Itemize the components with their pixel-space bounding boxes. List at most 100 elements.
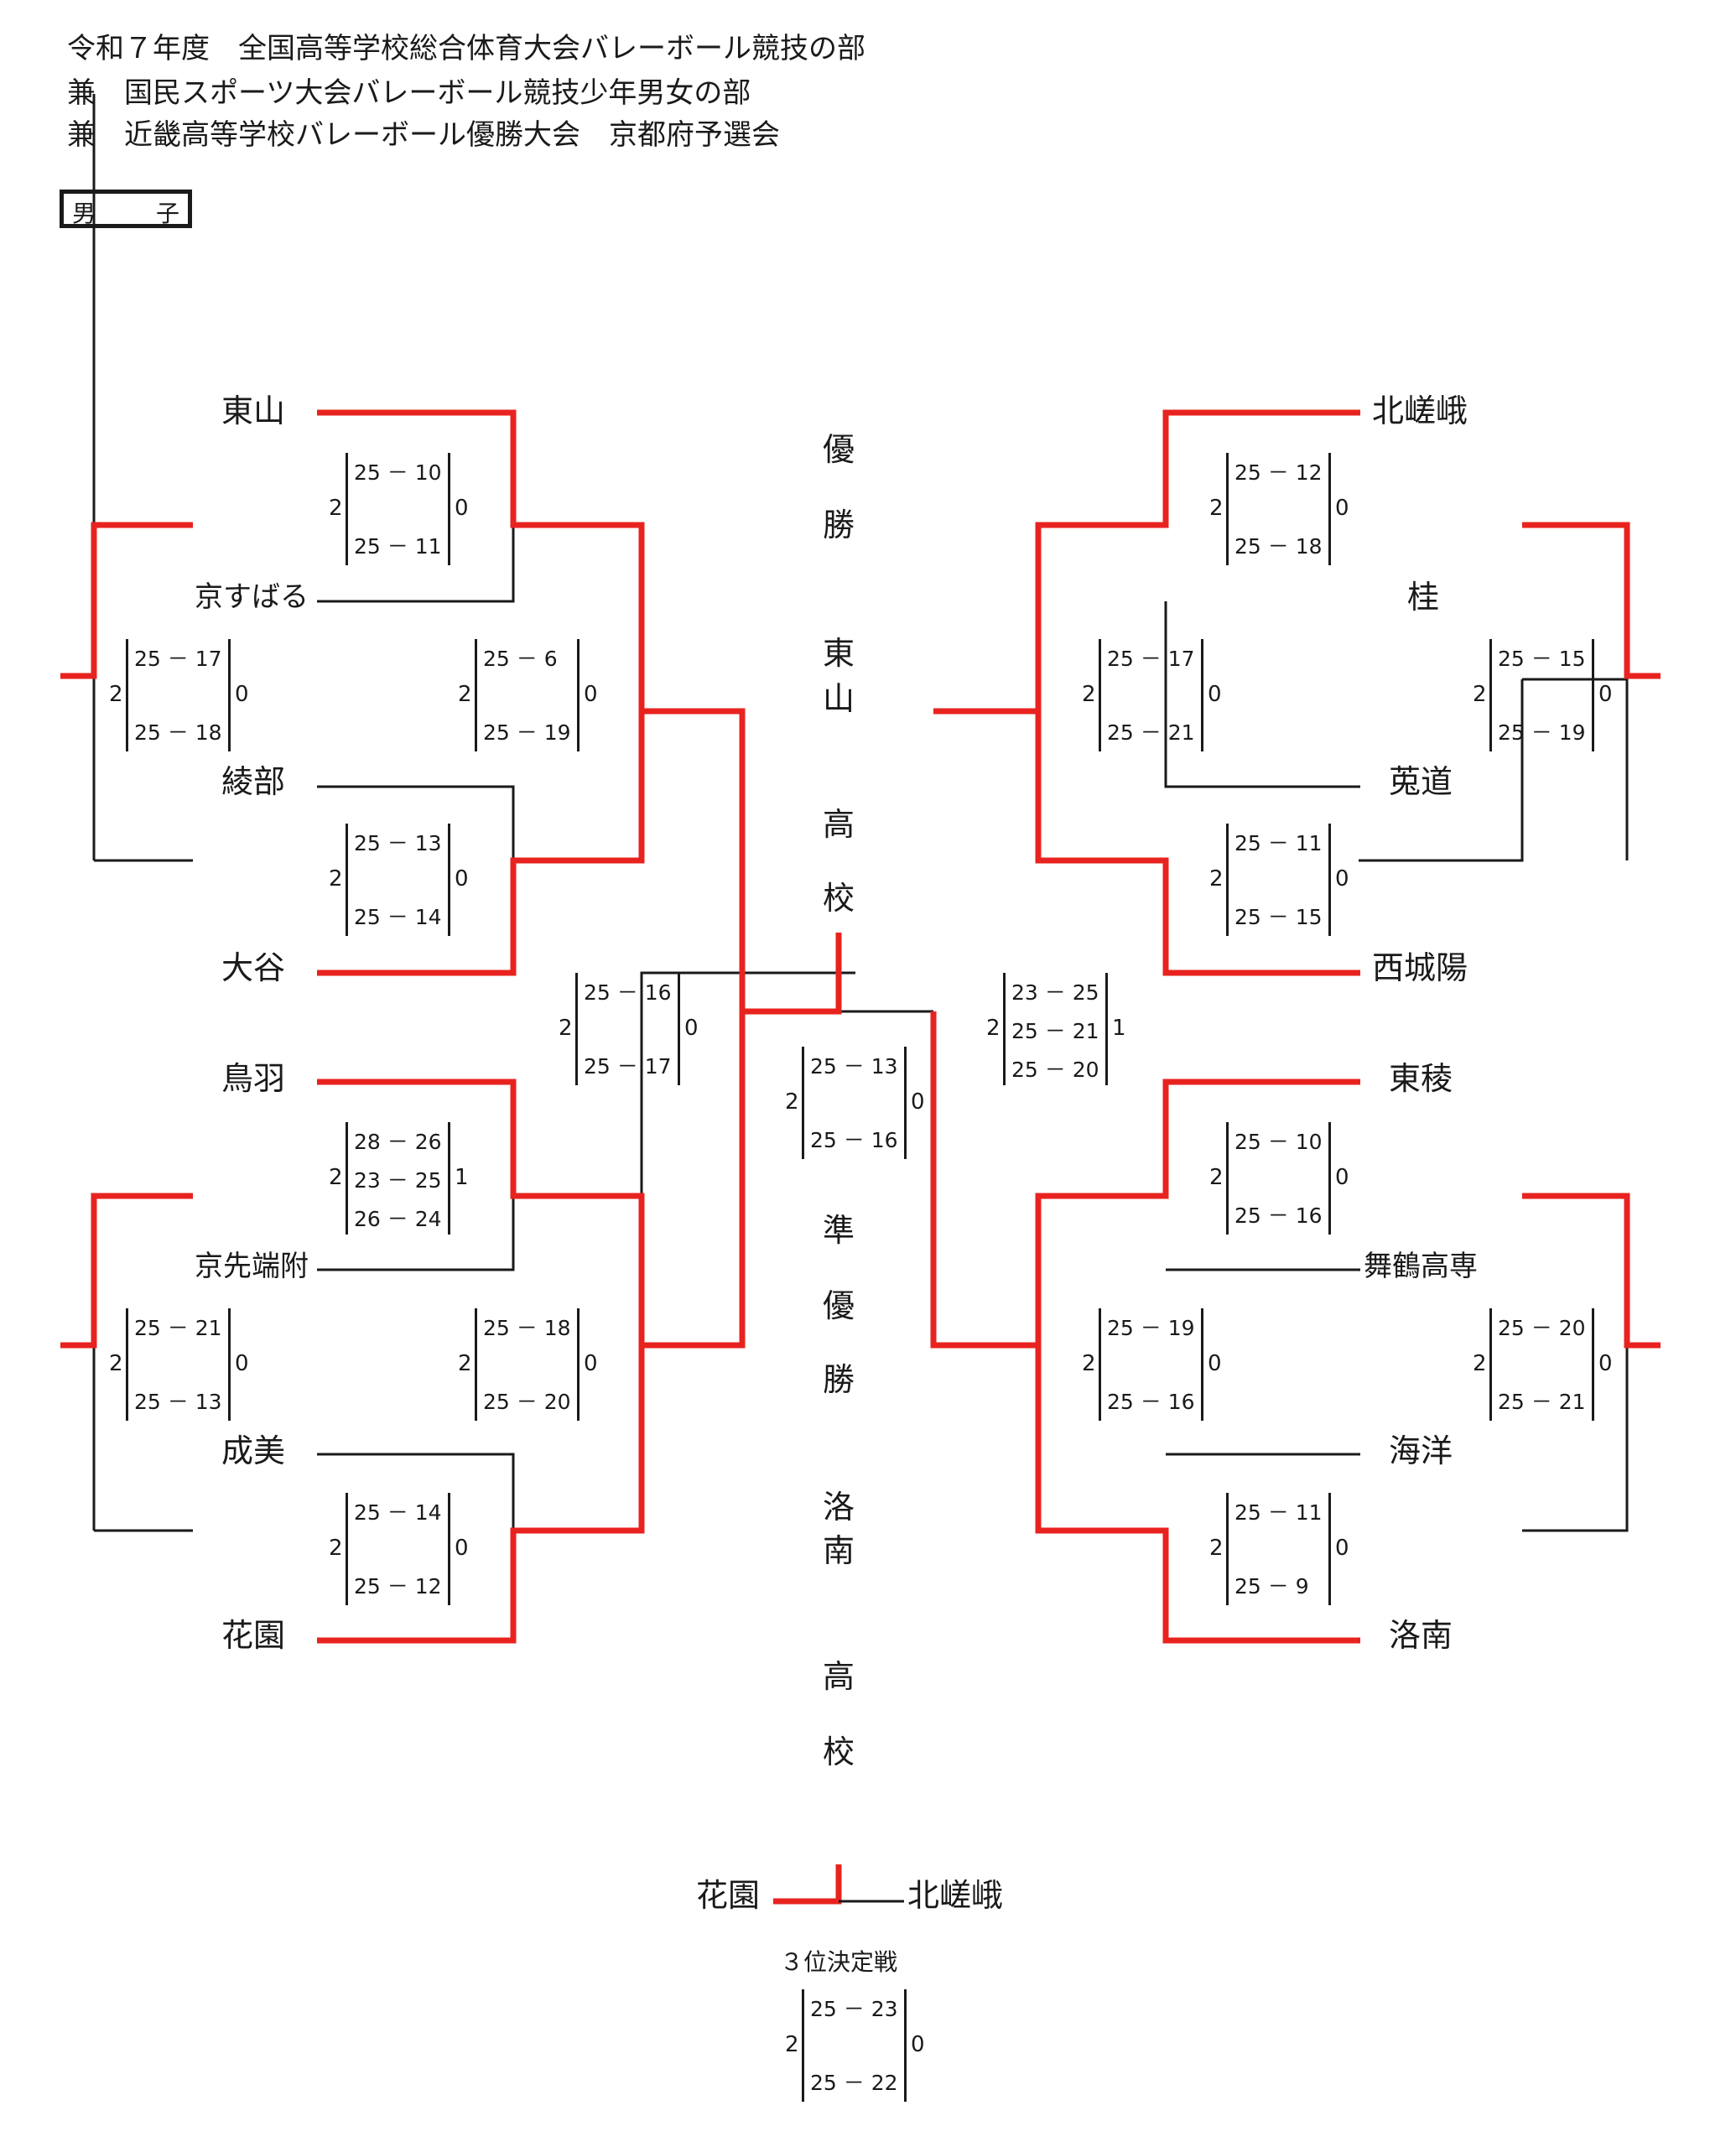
team-kyosentanfu: 京先端附 [195,1250,309,1283]
set-score: 25 － 6 [483,647,558,671]
sets-won: 2 [1473,682,1487,707]
score-bracket-left [1489,639,1492,751]
score-bracket-right [577,1308,580,1421]
score-box: 2 0 25 － 10 25 － 11 [329,453,469,565]
set-score: 26 － 24 [354,1207,442,1231]
runnerup-name-char: 校 [822,1734,855,1770]
set-score: 25 － 18 [1234,534,1323,559]
sets-won: 2 [1082,1351,1096,1376]
sets-lost: 0 [455,1536,469,1561]
set-score: 25 － 22 [810,2071,898,2095]
team-kitasaga: 北嵯峨 [1372,392,1468,429]
score-bracket-left [575,973,578,1085]
sets-won: 2 [1473,1351,1487,1376]
set-score: 25 － 20 [483,1390,571,1414]
set-score: 25 － 13 [134,1390,222,1414]
sets-won: 2 [1209,1536,1224,1561]
score-bracket-right [1201,639,1203,751]
third-place-label: ３位決定戦 [780,1948,898,1976]
right-loser-lines [839,601,1629,1532]
sets-won: 2 [1209,496,1224,521]
score-bracket-right [228,1308,231,1421]
tournament-title-line1: 令和７年度 全国高等学校総合体育大会バレーボール競技の部 [67,32,865,65]
team-katsura: 桂 [1407,579,1440,616]
team-kaiyo: 海洋 [1389,1432,1453,1469]
sets-lost: 0 [1335,496,1349,521]
score-bracket-left [1003,973,1006,1085]
champion-name-char: 東 [822,635,855,672]
sets-lost: 0 [584,682,598,707]
team-rakunan: 洛南 [1389,1617,1453,1654]
sets-lost: 0 [584,1351,598,1376]
sets-won: 2 [329,1536,343,1561]
sets-won: 2 [1209,866,1224,892]
runnerup-label-char: 勝 [822,1361,855,1398]
champion-name-char: 校 [822,880,855,917]
sets-lost: 0 [455,496,469,521]
sets-lost: 1 [455,1165,469,1190]
score-bracket-left [346,1493,348,1605]
set-score: 25 － 16 [810,1128,898,1152]
set-score: 25 － 21 [134,1316,222,1340]
category-right-char: 子 [155,200,179,227]
score-bracket-right [228,639,231,751]
set-score: 25 － 16 [584,980,672,1005]
runnerup-name-char: 南 [822,1532,855,1569]
team-toba: 鳥羽 [221,1060,286,1097]
sets-won: 2 [329,866,343,892]
score-bracket-left [475,1308,477,1421]
set-score: 25 － 21 [1011,1019,1099,1043]
score-bracket-right [904,1047,907,1159]
score-bracket-right [678,973,680,1085]
score-bracket-left [802,1989,804,2102]
score-box: 2 0 25 － 16 25 － 17 [559,973,699,1085]
team-hanazono: 花園 [221,1617,286,1654]
score-bracket-right [1328,453,1331,565]
score-bracket-left [346,1122,348,1235]
team-nishijoyo: 西城陽 [1372,949,1468,986]
set-score: 25 － 17 [584,1054,672,1079]
sets-won: 2 [1209,1165,1224,1190]
team-toryo: 東稜 [1389,1060,1453,1097]
score-bracket-left [1226,824,1229,936]
score-bracket-left [802,1047,804,1159]
set-score: 25 － 14 [354,1500,442,1525]
sets-won: 2 [109,1351,123,1376]
sets-lost: 0 [684,1016,699,1041]
set-score: 25 － 13 [354,831,442,855]
team-higashiyama: 東山 [221,392,286,429]
left-winner-lines [60,409,842,1644]
score-bracket-right [448,453,450,565]
sets-won: 2 [458,682,472,707]
score-bracket-right [1201,1308,1203,1421]
score-bracket-left [475,639,477,751]
set-score: 25 － 11 [354,534,442,559]
score-bracket-left [1099,1308,1101,1421]
score-bracket-left [1226,1493,1229,1605]
sets-won: 2 [559,1016,573,1041]
score-bracket-left [346,453,348,565]
sets-lost: 0 [235,682,249,707]
champion-label-char: 優 [822,431,855,468]
set-score: 25 － 13 [810,1054,898,1079]
sets-won: 2 [329,496,343,521]
score-bracket-left [1226,453,1229,565]
set-score: 25 － 20 [1498,1316,1586,1340]
sets-won: 2 [1082,682,1096,707]
set-score: 25 － 23 [810,1997,898,2021]
set-score: 23 － 25 [354,1168,442,1193]
set-score: 25 － 19 [483,720,571,745]
score-bracket-right [1592,639,1594,751]
score-bracket-left [1489,1308,1492,1421]
set-score: 23 － 25 [1011,980,1099,1005]
set-score: 25 － 10 [354,460,442,485]
tournament-title-line2: 兼 国民スポーツ大会バレーボール競技少年男女の部 [67,76,751,110]
